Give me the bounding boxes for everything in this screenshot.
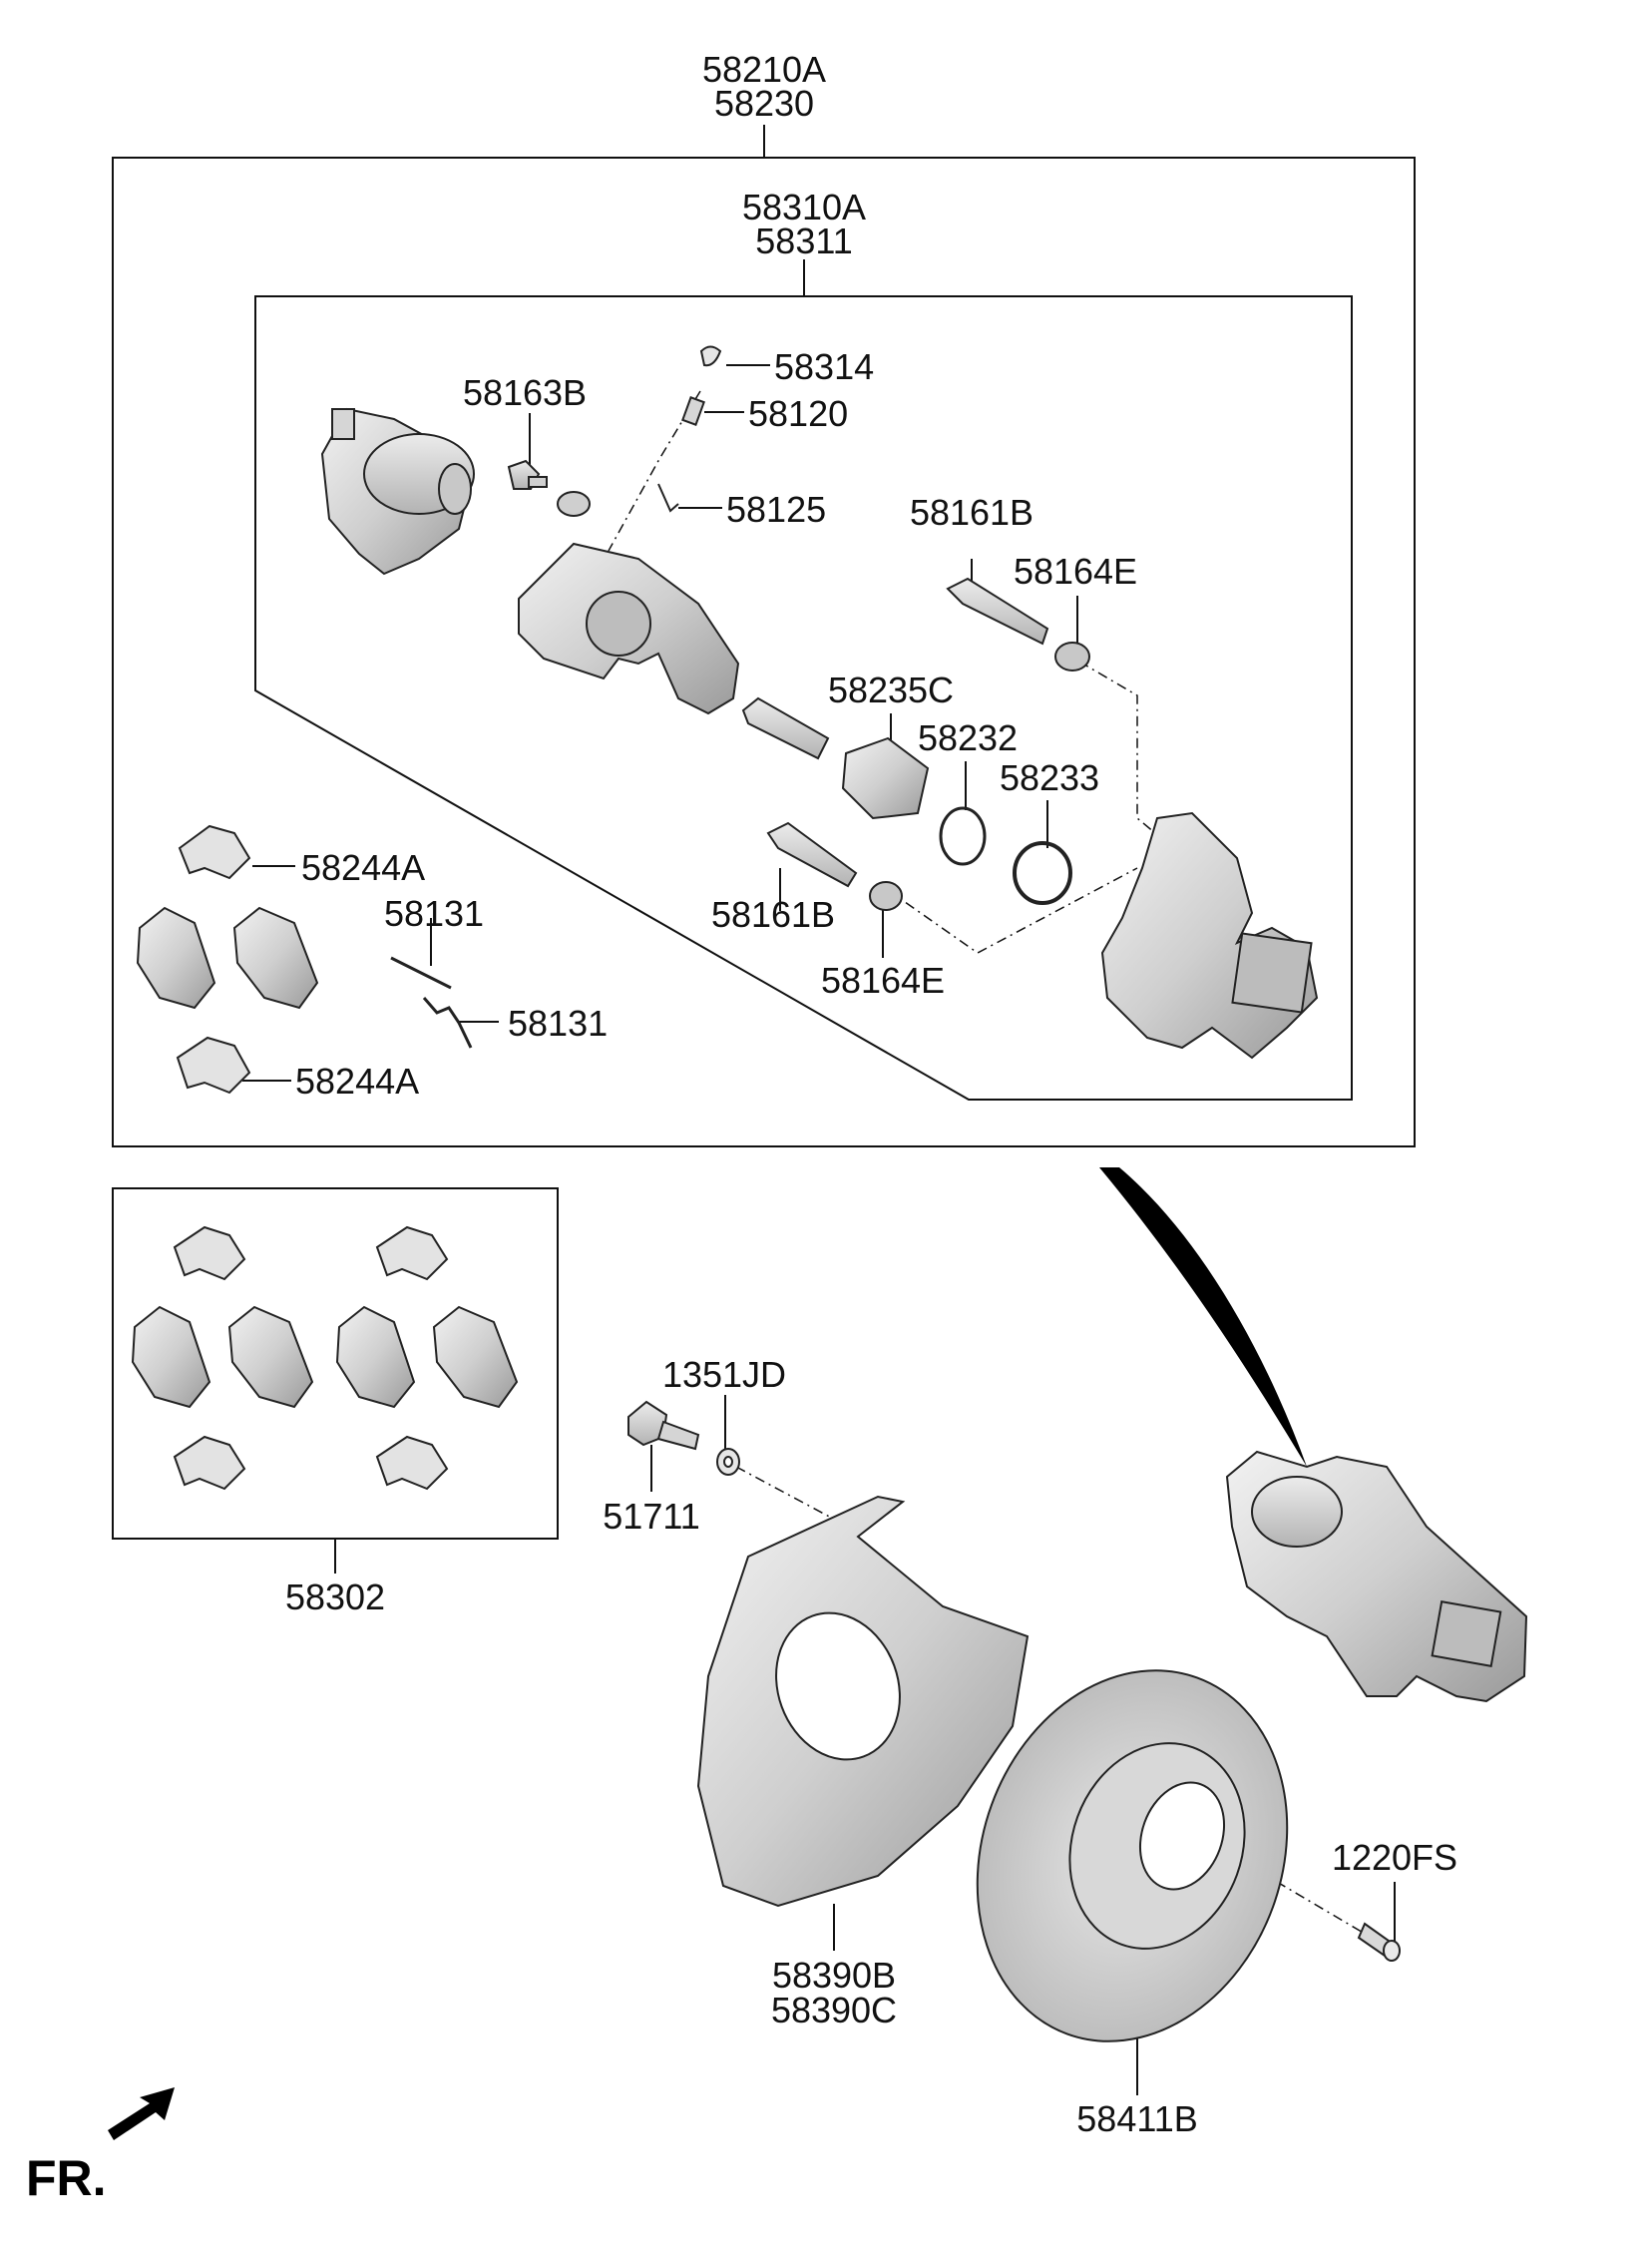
boot-bottom-part [869, 881, 903, 911]
label-1351JD: 1351JD [661, 1354, 787, 1395]
brake-disc-part [976, 1669, 1289, 2042]
label-58131-top: 58131 [383, 893, 485, 934]
bolt-51711-part [627, 1400, 700, 1451]
guide-rod-bottom-part [766, 821, 858, 888]
label-51711: 51711 [603, 1496, 700, 1537]
washer-1351JD-part [716, 1448, 740, 1476]
label-58125: 58125 [726, 489, 827, 530]
bolt-58163B-part [507, 459, 548, 490]
label-58164E-top: 58164E [1013, 551, 1138, 592]
assembled-caliper-part [1225, 1450, 1528, 1703]
label-58233: 58233 [999, 757, 1100, 798]
pad-clip-bottom-part [176, 1036, 251, 1095]
label-58161B-top: 58161B [909, 492, 1034, 533]
label-58244A-top: 58244A [301, 847, 426, 888]
caliper-frame [254, 259, 1353, 1101]
label-58302: 58302 [284, 1577, 386, 1617]
piston-guide-part [741, 696, 830, 760]
label-58390B: 58390B [771, 1955, 897, 1996]
label-58311: 58311 [755, 221, 853, 261]
label-58314: 58314 [774, 346, 875, 387]
label-58230: 58230 [713, 83, 815, 124]
spring-58131-part [390, 956, 473, 1049]
assembly-arrow [1099, 1167, 1307, 1467]
pad-clip-top-part [178, 824, 251, 880]
label-58390C: 58390C [770, 1990, 898, 2030]
label-58411B: 58411B [1076, 2098, 1198, 2139]
label-58235C: 58235C [827, 670, 955, 710]
screw-1220FS-part [1357, 1922, 1401, 1962]
pad-kit-box [112, 1187, 559, 1574]
pad-kit-parts [131, 1225, 519, 1491]
seal-58232-part [939, 806, 987, 866]
label-58131-bottom: 58131 [508, 1003, 609, 1044]
caliper-motor-part [320, 407, 475, 576]
guide-rod-top-part [946, 577, 1049, 646]
label-58310A: 58310A [741, 187, 867, 227]
label-58210A: 58210A [701, 49, 827, 90]
label-58244A-bottom: 58244A [295, 1061, 420, 1102]
label-58232: 58232 [917, 717, 1019, 758]
brake-pad-left-part [136, 906, 319, 1010]
label-58161B-bottom: 58161B [710, 894, 836, 935]
boot-top-part [1054, 642, 1090, 672]
boot-58233-part [1013, 841, 1072, 905]
label-58120: 58120 [748, 393, 849, 434]
piston-58235C-part [841, 736, 930, 820]
caliper-bracket-part [1100, 811, 1319, 1060]
clip-58125-part [657, 483, 679, 513]
dust-cover-part [696, 1495, 1030, 1908]
label-58163B: 58163B [462, 372, 588, 413]
label-58164E-bottom: 58164E [820, 960, 946, 1001]
caliper-carrier-part [518, 491, 740, 715]
outer-assembly-frame [112, 125, 1416, 1147]
front-arrow-icon [108, 2087, 175, 2140]
label-1220FS: 1220FS [1331, 1837, 1458, 1878]
bleeder-cap-part [699, 345, 722, 367]
front-direction-label: FR. [26, 2150, 107, 2206]
bleeder-screw-part [681, 396, 705, 426]
